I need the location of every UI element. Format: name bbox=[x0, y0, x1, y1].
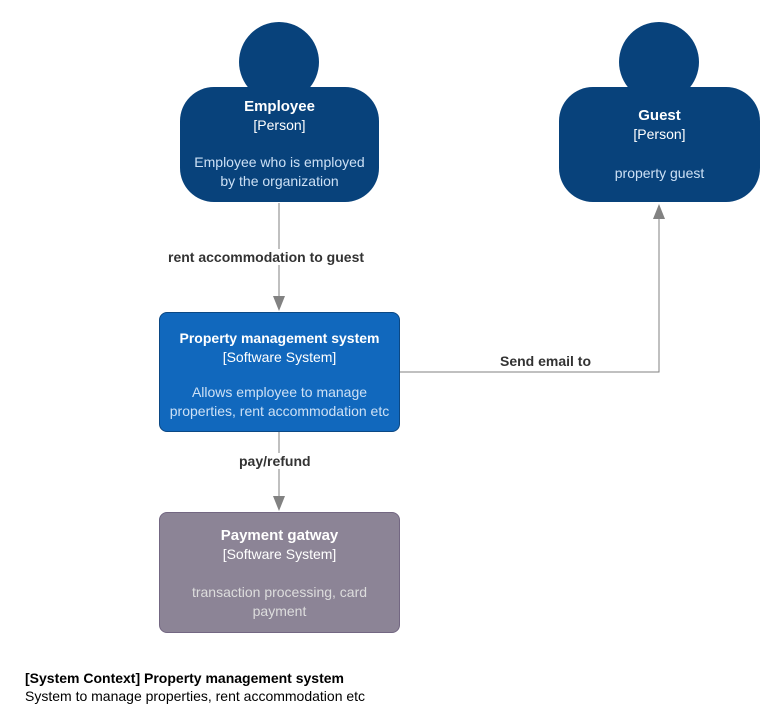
edge-label-pay-refund: pay/refund bbox=[237, 453, 313, 469]
edge-label-send-email: Send email to bbox=[498, 353, 594, 369]
employee-name: Employee bbox=[244, 98, 315, 115]
property-system-type: [Software System] bbox=[222, 349, 337, 365]
guest-name: Guest bbox=[638, 107, 681, 124]
payment-gateway-type: [Software System] bbox=[222, 546, 337, 562]
guest-description-line-1: property guest bbox=[614, 165, 705, 181]
employee-description-line-1: Employee who is employed bbox=[194, 154, 365, 170]
edge-employee-to-system-arrowhead bbox=[273, 296, 285, 311]
payment-gateway-description-line-2: payment bbox=[252, 603, 307, 619]
diagram-description: System to manage properties, rent accomm… bbox=[25, 688, 366, 704]
employee-type: [Person] bbox=[253, 117, 306, 133]
property-system-description-line-2: properties, rent accommodation etc bbox=[169, 403, 390, 419]
edge-label-rent-accommodation: rent accommodation to guest bbox=[166, 249, 367, 265]
property-system-description-line-1: Allows employee to manage bbox=[191, 384, 368, 400]
diagram-title: [System Context] Property management sys… bbox=[25, 670, 344, 686]
payment-gateway-name: Payment gatway bbox=[220, 527, 339, 544]
edge-system-to-payment-arrowhead bbox=[273, 496, 285, 511]
payment-gateway-node[interactable]: Payment gatway [Software System] transac… bbox=[159, 512, 400, 633]
employee-person-node[interactable]: Employee [Person] Employee who is employ… bbox=[180, 87, 379, 202]
guest-type: [Person] bbox=[633, 126, 686, 142]
property-system-node[interactable]: Property management system [Software Sys… bbox=[159, 312, 400, 432]
edge-system-to-guest-line bbox=[400, 218, 660, 373]
edge-system-to-guest-arrowhead bbox=[653, 204, 665, 219]
employee-description-line-2: by the organization bbox=[220, 173, 339, 189]
property-system-name: Property management system bbox=[179, 330, 380, 346]
guest-person-node[interactable]: Guest [Person] property guest bbox=[559, 87, 760, 202]
payment-gateway-description-line-1: transaction processing, card bbox=[191, 584, 368, 600]
